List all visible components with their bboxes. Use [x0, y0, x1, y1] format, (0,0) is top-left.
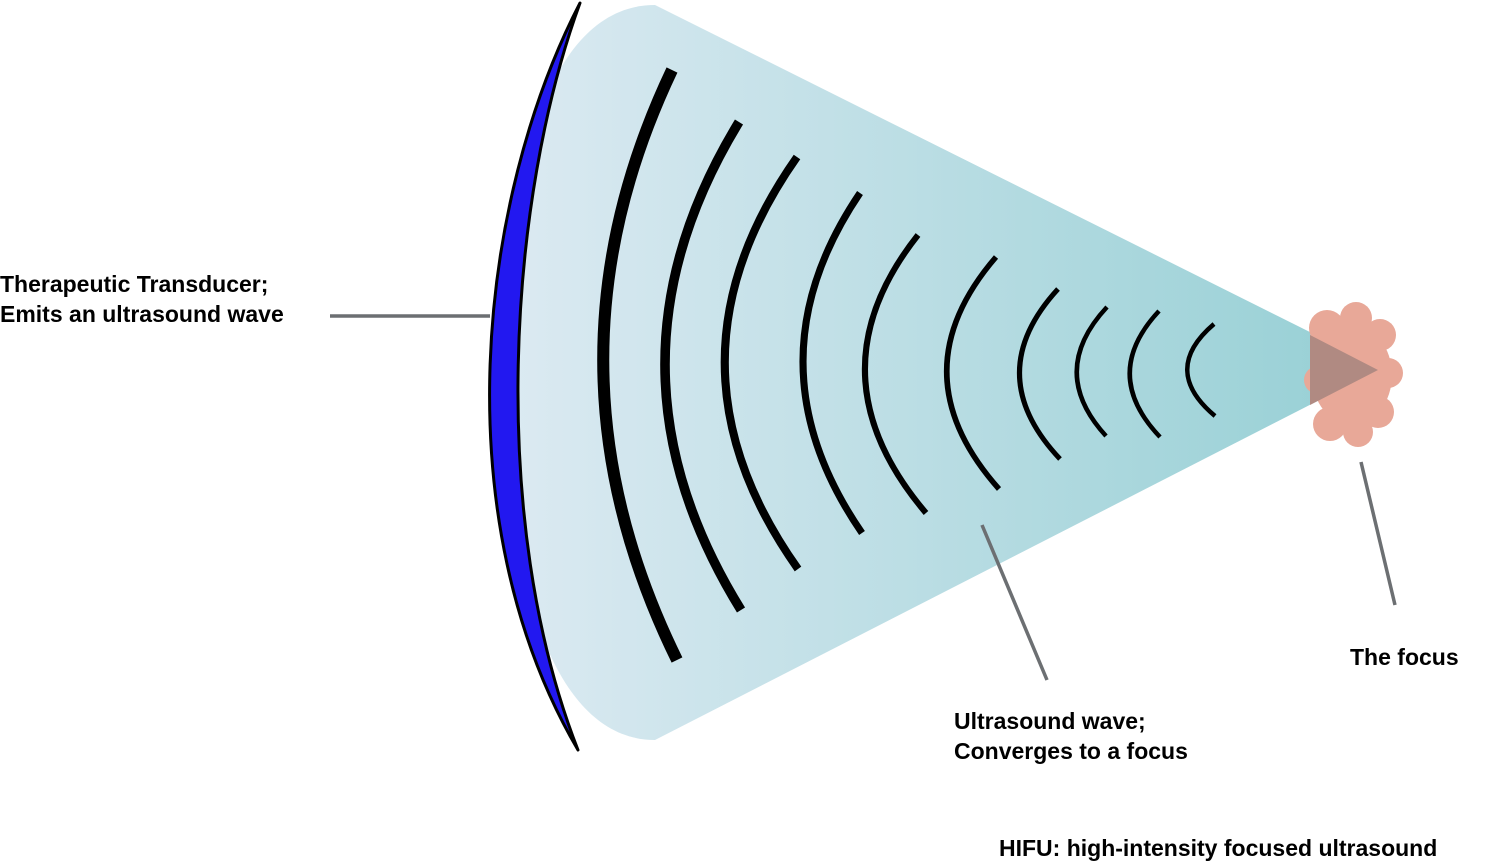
ultrasound-wave-label: Ultrasound wave; Converges to a focus — [954, 706, 1188, 766]
wavefront-arc-5 — [861, 233, 929, 515]
therapeutic-transducer — [488, 1, 582, 752]
wave-label-line2: Converges to a focus — [954, 738, 1188, 764]
transducer-label-line1: Therapeutic Transducer; — [0, 271, 269, 297]
beam-tip — [1310, 335, 1378, 405]
focus-label: The focus — [1350, 644, 1459, 670]
wavefront-arc-1 — [597, 67, 683, 663]
wavefront-arc-3 — [720, 154, 802, 572]
wave-label-line1: Ultrasound wave; — [954, 708, 1146, 734]
wave-leader-line — [980, 524, 1049, 681]
wavefront-arc-6 — [944, 255, 1002, 491]
wavefront-arc-2 — [660, 119, 746, 613]
wavefront-arc-4 — [799, 191, 865, 535]
transducer-label-line2: Emits an ultrasound wave — [0, 301, 284, 327]
wavefronts — [597, 67, 1217, 663]
wavefront-arc-7 — [1017, 287, 1062, 461]
wavefront-arc-8 — [1074, 305, 1109, 438]
wavefront-arc-10 — [1185, 322, 1217, 418]
wavefront-arc-9 — [1127, 309, 1162, 439]
footnote: HIFU: high-intensity focused ultrasound — [999, 835, 1438, 861]
ultrasound-beam — [505, 5, 1382, 740]
transducer-label: Therapeutic Transducer; Emits an ultraso… — [0, 269, 284, 329]
focus-leader-line — [1359, 461, 1397, 606]
